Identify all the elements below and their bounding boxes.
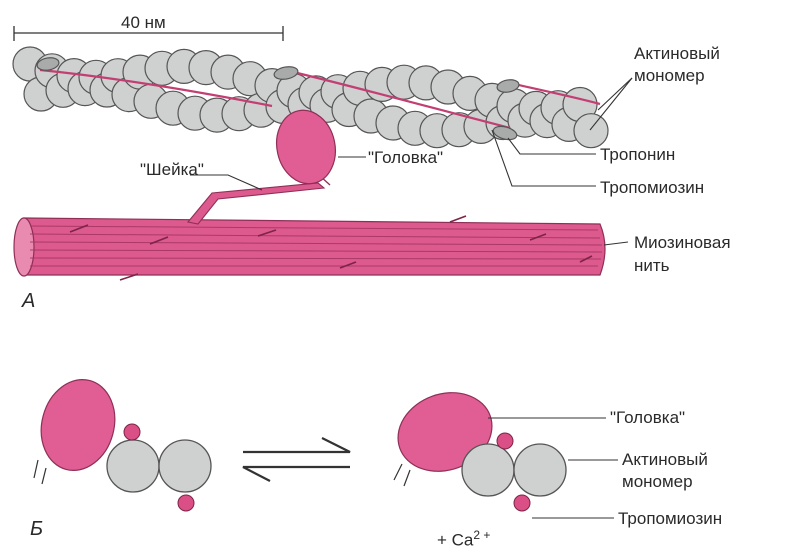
myosin-head-a: [276, 109, 336, 185]
equilibrium-arrows: [242, 437, 351, 482]
label-tropomyosin-b: Тропомиозин: [618, 509, 723, 528]
panel-letter-b: Б: [30, 518, 44, 540]
panel-b-left-group: [33, 379, 212, 512]
label-troponin: Тропонин: [600, 145, 676, 164]
label-myosin-filament-line1: Миозиновая: [634, 233, 731, 252]
tropomyosin-dot-b-left-1: [123, 423, 141, 441]
label-myosin-filament-line2: нить: [634, 256, 670, 275]
tropomyosin-dot-b-right-2: [513, 494, 531, 512]
myosin-filament: [13, 215, 606, 281]
tropomyosin-dot-b-right-1: [496, 432, 514, 450]
myosin-head-b-right: [397, 392, 493, 472]
troponin-oval-2: [273, 66, 299, 80]
label-neck: "Шейка": [140, 160, 204, 179]
tropomyosin-dot-b-left-2: [177, 494, 195, 512]
troponin-oval-1: [36, 57, 60, 71]
label-tropomyosin-a: Тропомиозин: [600, 178, 705, 197]
actin-monomer-b-left-1: [106, 439, 160, 493]
actin-monomer-b-left-2: [158, 439, 212, 493]
label-actin-monomer-a-line2: мономер: [634, 66, 705, 85]
actin-monomer-b-right-1: [461, 443, 515, 497]
label-actin-monomer-b-line1: Актиновый: [622, 450, 708, 469]
label-actin-monomer-b-line2: мономер: [622, 472, 693, 491]
scale-bar: [13, 26, 284, 41]
troponin-oval-4: [492, 125, 518, 141]
panel-letter-a: А: [22, 290, 36, 312]
calcium-symbol: + Ca: [437, 530, 474, 550]
actin-bead: [573, 113, 609, 149]
label-calcium: + Ca2 +: [437, 526, 490, 550]
actin-monomer-b-right-2: [513, 443, 567, 497]
leader-lines: [190, 77, 633, 519]
troponin-oval-3: [496, 79, 520, 93]
label-actin-monomer-a-line1: Актиновый: [634, 44, 720, 63]
myosin-head-b-left: [40, 379, 116, 471]
calcium-charge: 2 +: [473, 528, 491, 542]
label-head-b: "Головка": [610, 408, 686, 427]
label-head-a: "Головка": [368, 148, 444, 167]
actin-filament: [12, 46, 609, 149]
scale-label: 40 нм: [121, 13, 166, 32]
troponin-markers: [36, 57, 520, 141]
panel-b-right-group: [393, 392, 567, 512]
